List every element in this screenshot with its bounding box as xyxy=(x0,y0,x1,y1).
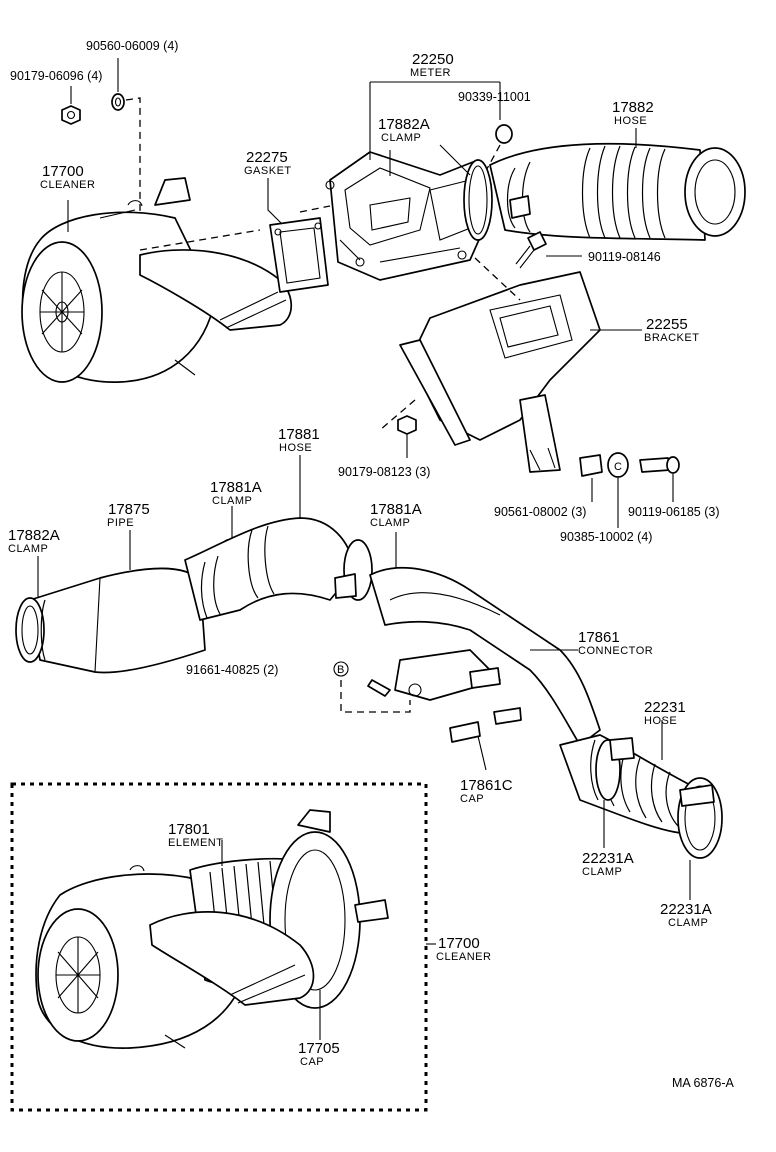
nut-90179-08123 xyxy=(397,415,417,435)
clamp-22231a-2 xyxy=(679,784,715,807)
cap-17861c xyxy=(449,707,522,743)
label-17881a-left: 17881A xyxy=(210,479,262,496)
label-17882a-left: 17882A xyxy=(8,527,60,544)
label-17861c: 17861C xyxy=(460,777,513,794)
label-91661-40825: 91661-40825 (2) xyxy=(186,663,278,677)
figure-reference: MA 6876-A xyxy=(672,1076,735,1090)
label-clamp-17882a-left: CLAMP xyxy=(8,543,48,555)
label-17882a-top: 17882A xyxy=(378,116,430,133)
label-cleaner-top: CLEANER xyxy=(40,179,95,191)
label-gasket: GASKET xyxy=(244,165,292,177)
air-flow-meter-22250 xyxy=(325,151,491,281)
label-17861: 17861 xyxy=(578,629,620,646)
svg-text:C: C xyxy=(614,461,622,473)
label-connector: CONNECTOR xyxy=(578,645,653,657)
label-90179-06096: 90179-06096 (4) xyxy=(10,69,102,83)
label-cap-17861c: CAP xyxy=(460,793,484,805)
label-17881: 17881 xyxy=(278,426,320,443)
label-22231: 22231 xyxy=(644,699,686,716)
label-90561-08002: 90561-08002 (3) xyxy=(494,505,586,519)
label-90385-10002: 90385-10002 (4) xyxy=(560,530,652,544)
label-22231a-2: 22231A xyxy=(660,901,712,918)
label-17705: 17705 xyxy=(298,1040,340,1057)
bracket-22255 xyxy=(399,271,601,473)
label-hose-top: HOSE xyxy=(614,115,647,127)
label-17875: 17875 xyxy=(108,501,150,518)
collar-90561-08002 xyxy=(579,454,603,477)
marker-b: B xyxy=(333,661,349,677)
clamp-17882a-top xyxy=(463,159,493,241)
label-clamp-17881a-right: CLAMP xyxy=(370,517,410,529)
label-22231a-1: 22231A xyxy=(582,850,634,867)
label-clamp-17881a-left: CLAMP xyxy=(212,495,252,507)
label-90119-08146: 90119-08146 xyxy=(588,250,661,264)
label-clamp-top: CLAMP xyxy=(381,132,421,144)
label-90179-08123: 90179-08123 (3) xyxy=(338,465,430,479)
label-22275: 22275 xyxy=(246,149,288,166)
label-element: ELEMENT xyxy=(168,837,223,849)
air-cleaner-top xyxy=(21,177,293,383)
label-cap-17705: CAP xyxy=(300,1056,324,1068)
label-17700-top: 17700 xyxy=(42,163,84,180)
hose-17881 xyxy=(184,517,356,621)
label-90119-06185: 90119-06185 (3) xyxy=(628,505,720,519)
label-pipe: PIPE xyxy=(107,517,134,529)
bolt-90119-08146 xyxy=(515,231,547,269)
pipe-17875 xyxy=(15,567,206,674)
washer-90385-10002: C xyxy=(607,452,629,478)
label-hose-22231: HOSE xyxy=(644,715,677,727)
nut-90179-06096 xyxy=(61,105,81,125)
label-clamp-22231a-1: CLAMP xyxy=(582,866,622,878)
label-meter: METER xyxy=(410,67,451,79)
label-22250: 22250 xyxy=(412,51,454,68)
label-17700-box: 17700 xyxy=(438,935,480,952)
label-22255: 22255 xyxy=(646,316,688,333)
label-bracket: BRACKET xyxy=(644,332,699,344)
air-cleaner-assembly xyxy=(35,809,389,1049)
clamp-22231a-1 xyxy=(595,737,635,801)
svg-text:B: B xyxy=(337,664,345,676)
gasket-22275 xyxy=(269,217,329,293)
clamp-17881a-right xyxy=(334,539,373,601)
hose-17882 xyxy=(489,142,746,241)
connector-17861 xyxy=(369,566,601,746)
label-17881a-right: 17881A xyxy=(370,501,422,518)
label-17801: 17801 xyxy=(168,821,210,838)
label-hose-mid: HOSE xyxy=(279,442,312,454)
label-clamp-22231a-2: CLAMP xyxy=(668,917,708,929)
label-90560-06009: 90560-06009 (4) xyxy=(86,39,178,53)
clamp-hose-17882 xyxy=(509,195,531,219)
cleaner-assembly-box xyxy=(10,782,428,1112)
label-cleaner-box: CLEANER xyxy=(436,951,491,963)
washer-90560-06009 xyxy=(111,93,125,111)
label-90339-11001: 90339-11001 xyxy=(458,90,531,104)
label-17882: 17882 xyxy=(612,99,654,116)
bolt-90119-06185 xyxy=(639,456,680,474)
cap-90339-11001 xyxy=(495,124,513,144)
